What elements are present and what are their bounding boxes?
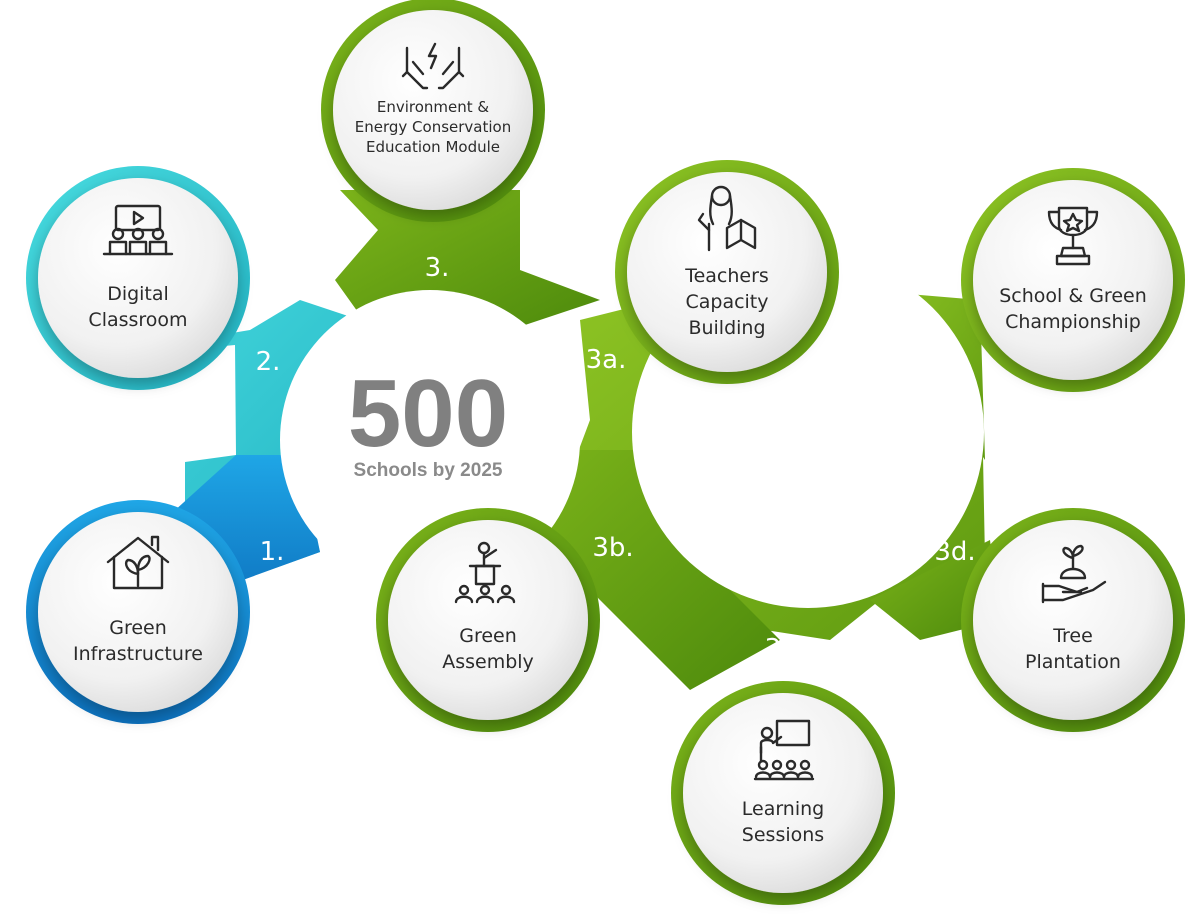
node-disc [38, 178, 238, 378]
number-labels-layer: 1. 2. 3. 3a. 3b. 3c. 3d. 3e. [256, 253, 976, 664]
node-label-line: Environment & [377, 98, 490, 116]
center-block: 500 Schools by 2025 [348, 360, 508, 481]
node-label-line: Digital [107, 283, 169, 305]
node-environment-module: Environment & Energy ConservationEducatio… [321, 0, 545, 222]
hand-sprout-icon [1041, 544, 1107, 604]
node-number-school-championship: 3e. [933, 345, 974, 375]
node-label-line: Tree [1052, 625, 1093, 647]
node-disc [388, 520, 588, 720]
node-label-line: Education Module [366, 138, 500, 156]
trophy-icon [1047, 206, 1099, 266]
node-disc [627, 172, 827, 372]
node-label-line: Assembly [442, 651, 534, 673]
node-disc [38, 512, 238, 712]
node-disc [683, 693, 883, 893]
node-label-line: Capacity [685, 291, 768, 313]
node-label-line: Green [459, 625, 517, 647]
node-label-line: Learning [742, 798, 825, 820]
learning-board-icon [753, 719, 815, 781]
node-number-digital-classroom: 2. [256, 347, 281, 377]
assembly-speaker-icon [454, 541, 516, 604]
node-label-line: Championship [1005, 311, 1141, 333]
hands-energy-icon [401, 42, 465, 90]
node-label-line: Classroom [88, 309, 187, 331]
node-label-line: Teachers [684, 265, 769, 287]
center-number: 500 [348, 360, 508, 467]
center-caption: Schools by 2025 [354, 460, 503, 481]
node-label-line: Infrastructure [73, 643, 203, 665]
node-label-line: Plantation [1025, 651, 1121, 673]
node-number-teachers-capacity: 3a. [586, 345, 627, 375]
node-label-line: Green [109, 617, 167, 639]
node-number-green-infrastructure: 1. [260, 537, 285, 567]
node-disc [973, 520, 1173, 720]
node-label-line: School & Green [999, 285, 1147, 307]
classroom-screen-icon [102, 204, 174, 256]
node-disc [333, 10, 533, 210]
node-disc [973, 180, 1173, 380]
node-number-learning-sessions: 3c. [764, 634, 803, 664]
node-label-line: Building [688, 317, 765, 339]
node-label-line: Energy Conservation [355, 118, 511, 136]
teacher-book-icon [697, 185, 757, 252]
house-plant-icon [106, 535, 170, 590]
node-number-tree-plantation: 3d. [934, 537, 975, 567]
node-number-green-assembly: 3b. [592, 533, 633, 563]
node-number-environment-module: 3. [425, 253, 450, 283]
node-label-line: Sessions [742, 824, 824, 846]
